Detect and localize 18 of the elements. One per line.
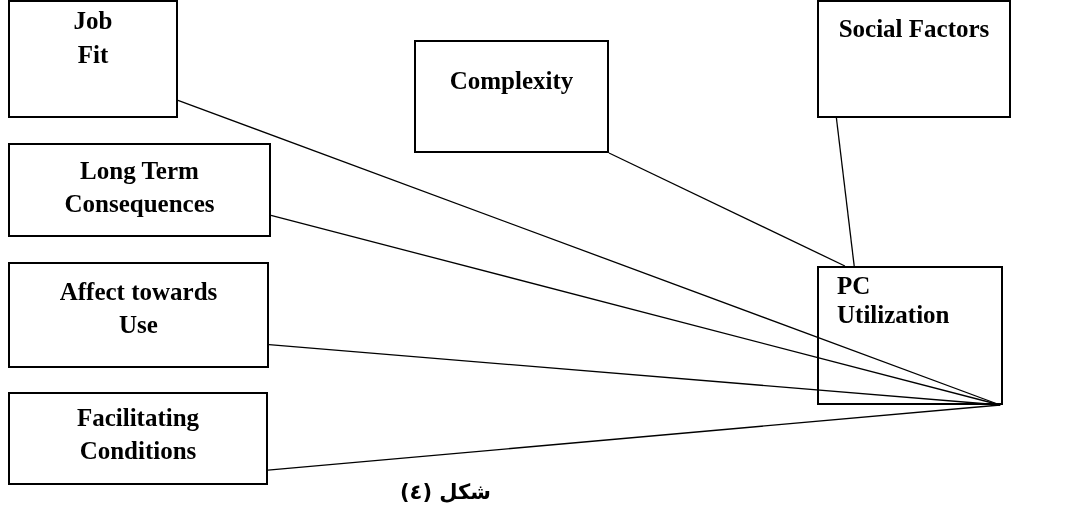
box-label: Long Term Consequences — [63, 156, 216, 219]
text-box — [8, 143, 271, 237]
text-box — [8, 262, 269, 368]
text-box — [817, 266, 1003, 405]
text-box — [8, 392, 268, 485]
connector-line — [608, 152, 846, 267]
box-label: Affect towards Use — [58, 277, 219, 340]
box-label: Facilitating Conditions — [75, 403, 201, 466]
text-box — [414, 40, 609, 153]
box-label: Social Factors — [837, 14, 991, 44]
connector-line — [267, 404, 1001, 471]
connector-line — [835, 117, 855, 267]
box-label: Complexity — [448, 66, 575, 96]
figure-caption: شكل (٤) — [400, 479, 491, 506]
text-box — [817, 0, 1011, 118]
box-label: PC Utilization — [836, 271, 951, 330]
text-box — [8, 0, 178, 118]
box-label: Job Fit — [72, 6, 114, 70]
